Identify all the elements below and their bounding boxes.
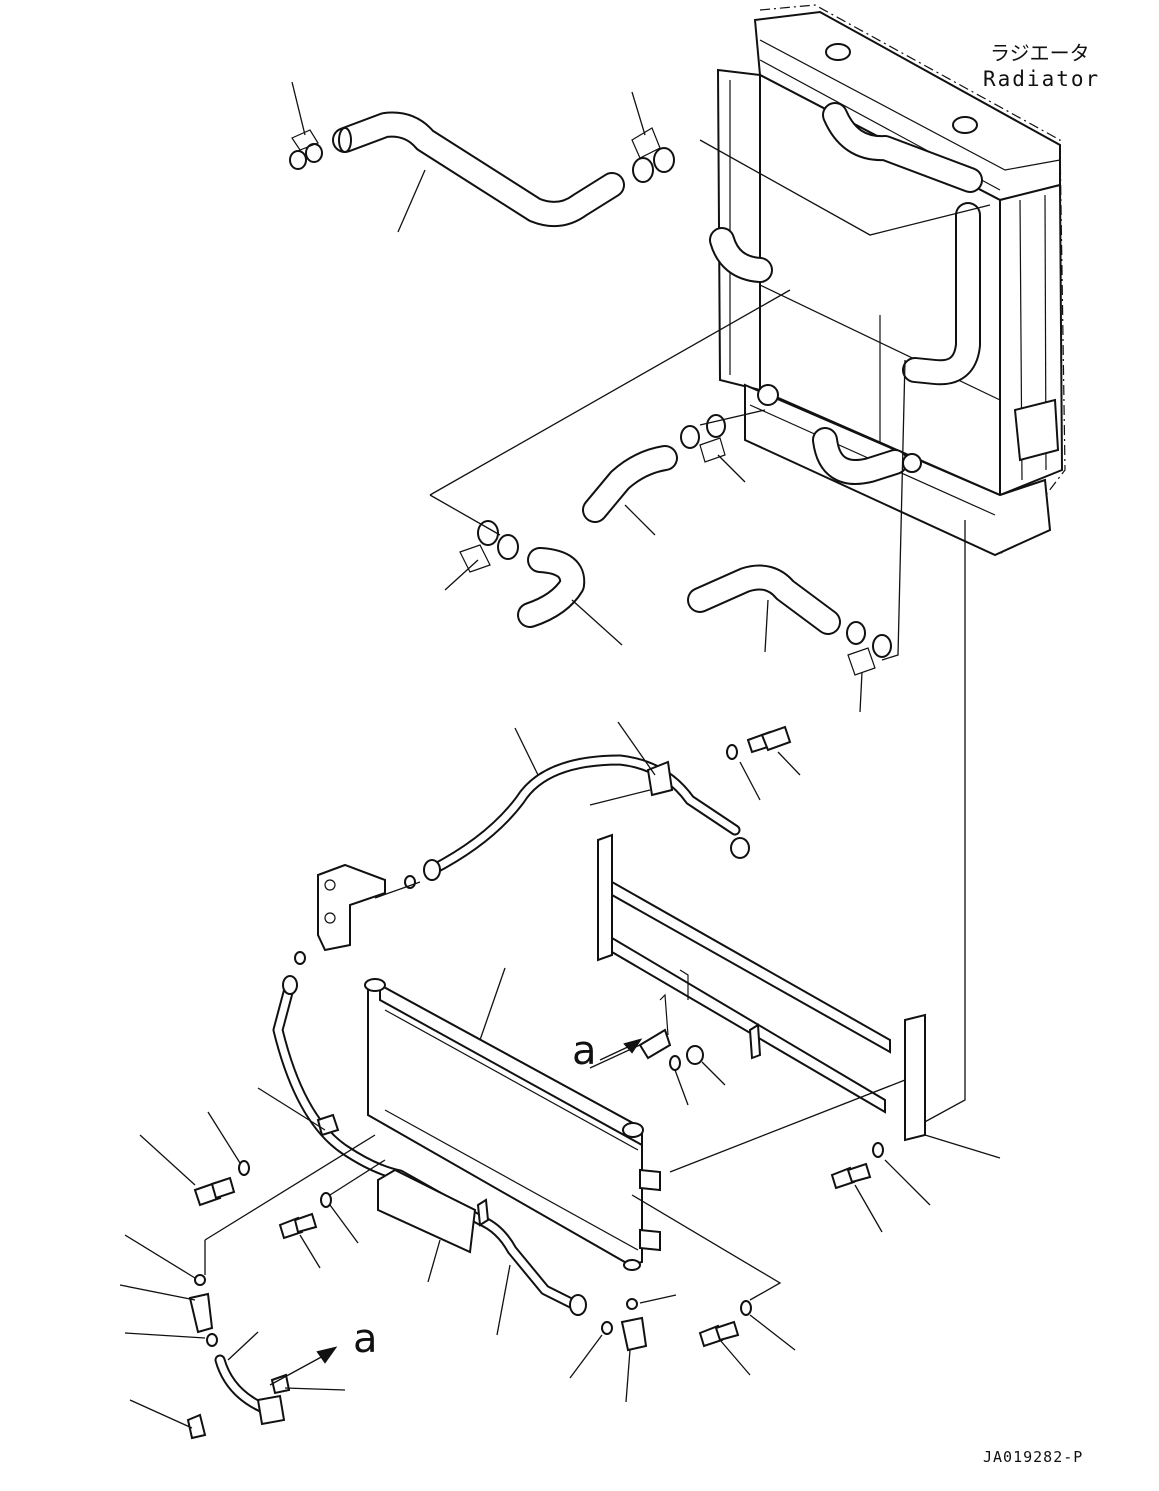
view-a-label-upper: a xyxy=(572,1028,597,1074)
oil-cooler xyxy=(364,978,661,1271)
cooler-tube-lower xyxy=(272,975,587,1316)
o-ring-tube xyxy=(294,951,306,965)
mounting-block xyxy=(317,863,386,952)
washer-mid xyxy=(320,1192,332,1208)
leader-lines xyxy=(119,81,1001,1429)
upper-hose xyxy=(332,111,625,227)
arrow-a-lower xyxy=(269,1354,326,1386)
o-ring-lower-right xyxy=(626,1298,638,1310)
hose-clamp-middle-left xyxy=(459,520,519,573)
arrow-a-upper xyxy=(599,1044,633,1061)
cooler-tube-upper xyxy=(423,754,750,881)
drain-tube xyxy=(186,1354,291,1440)
o-ring-lower-left-2 xyxy=(206,1333,218,1347)
view-a-label-lower: a xyxy=(353,1316,378,1362)
bolt-mid xyxy=(278,1212,318,1240)
drawing-code: JA019282-P xyxy=(983,1448,1083,1466)
support-frame xyxy=(597,833,926,1142)
protective-sleeve xyxy=(377,1168,477,1254)
hose-clamp-middle-right xyxy=(846,621,892,676)
o-ring-lower-left xyxy=(194,1274,206,1286)
middle-hose-left xyxy=(517,547,586,628)
bolt-upper xyxy=(746,725,792,754)
washer-right-lower xyxy=(740,1300,752,1316)
middle-hose-center xyxy=(582,445,678,523)
radiator-label-en: Radiator xyxy=(983,67,1100,91)
radiator-label-jp: ラジエータ xyxy=(990,41,1090,65)
washer-left xyxy=(238,1160,250,1176)
middle-hose-right xyxy=(687,564,841,635)
o-ring-lower-right-2 xyxy=(601,1321,613,1335)
nut xyxy=(686,1045,704,1065)
elbow-fitting-left xyxy=(188,1292,214,1334)
hose-clamp-middle-center xyxy=(680,414,726,463)
hose-clamp-upper-left xyxy=(289,129,323,170)
arrow-a-lower-head xyxy=(316,1346,338,1364)
radiator-assembly xyxy=(709,4,1066,557)
bolt-left xyxy=(193,1176,236,1207)
washer-upper xyxy=(726,744,738,760)
washer-right-upper xyxy=(872,1142,884,1158)
arrow-a-upper-head xyxy=(623,1038,643,1054)
bolt-right-lower xyxy=(698,1320,740,1348)
hose-clamp-upper-right xyxy=(631,127,675,183)
washer-frame xyxy=(669,1055,681,1071)
bolt-right-upper xyxy=(830,1162,872,1190)
elbow-fitting-right xyxy=(620,1316,648,1352)
